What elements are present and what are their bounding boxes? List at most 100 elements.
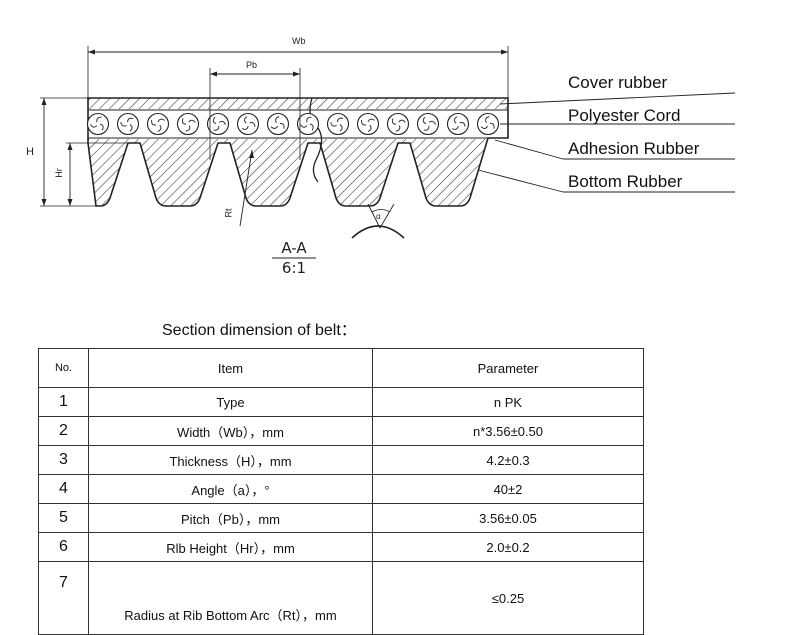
- dim-label-rt: Rt: [223, 208, 234, 218]
- callout-polyester-cord: Polyester Cord: [568, 106, 681, 125]
- row-item: Rlb Height（Hr），mm: [88, 532, 373, 562]
- belt-outline: [87, 97, 509, 207]
- cord-swirl: [181, 118, 187, 125]
- cord-swirl: [249, 122, 256, 127]
- dim-label-hr: Hr: [53, 168, 64, 178]
- cord-swirl: [188, 119, 196, 123]
- cord-circle: [476, 112, 500, 136]
- cord-swirl: [398, 119, 406, 123]
- row-no: 5: [38, 503, 89, 533]
- row-no: 3: [38, 445, 89, 475]
- cord-circle: [416, 112, 440, 136]
- row-item: Pitch（Pb），mm: [88, 503, 373, 533]
- row-parameter: n*3.56±0.50: [372, 416, 644, 446]
- cord-swirl: [218, 120, 226, 125]
- header-item: Item: [88, 348, 373, 388]
- row-parameter: 3.56±0.05: [372, 503, 644, 533]
- leader-cover: [499, 92, 736, 105]
- cord-swirl: [480, 125, 489, 129]
- callout-cover-rubber: Cover rubber: [568, 73, 668, 92]
- row-no: 1: [38, 387, 89, 417]
- cord-circle: [236, 112, 260, 136]
- cord-swirl: [99, 123, 104, 131]
- cord-circle: [176, 112, 200, 136]
- cord-swirl: [306, 116, 312, 123]
- polyester-cords: [86, 112, 500, 136]
- cord-swirl: [330, 122, 337, 127]
- row-item: Thickness（H），mm: [88, 445, 373, 475]
- row-parameter: 2.0±0.2: [372, 532, 644, 562]
- row-item: Angle（a），°: [88, 474, 373, 504]
- cord-swirl: [185, 125, 191, 132]
- cord-swirl: [96, 116, 102, 123]
- cord-swirl: [485, 116, 490, 123]
- leader-bottom: [477, 169, 564, 193]
- cord-swirl: [451, 125, 459, 130]
- cord-circle: [266, 112, 290, 136]
- cord-swirl: [300, 124, 308, 128]
- table-header-row: No. Item Parameter: [38, 348, 644, 388]
- cord-swirl: [275, 116, 280, 123]
- cord-swirl: [395, 125, 401, 132]
- header-parameter: Parameter: [372, 348, 644, 388]
- cord-circle: [86, 112, 110, 136]
- cord-swirl: [279, 122, 285, 129]
- leader-adhesion: [494, 139, 564, 160]
- cord-swirl: [157, 124, 162, 132]
- cord-swirl: [270, 125, 279, 129]
- row-item: Type: [88, 387, 373, 417]
- cord-swirl: [459, 121, 466, 127]
- cord-swirl: [339, 124, 343, 132]
- cord-swirl: [337, 117, 344, 123]
- row-parameter: 4.2±0.3: [372, 445, 644, 475]
- row-parameter: ≤0.25: [372, 561, 644, 635]
- cord-circle: [446, 112, 470, 136]
- cord-circle: [296, 112, 320, 136]
- row-parameter: n PK: [372, 387, 644, 417]
- cord-swirl: [367, 118, 375, 123]
- table-row: 3 Thickness（H），mm 4.2±0.3: [38, 445, 644, 475]
- cord-swirl: [129, 124, 133, 132]
- table-row: 2 Width（Wb），mm n*3.56±0.50: [38, 416, 644, 446]
- table-row: 4 Angle（a），° 40±2: [38, 474, 644, 504]
- row-no: 6: [38, 532, 89, 562]
- table-row: 5 Pitch（Pb），mm 3.56±0.05: [38, 503, 644, 533]
- cord-swirl: [244, 116, 248, 124]
- callout-bottom-rubber: Bottom Rubber: [568, 172, 683, 191]
- cord-swirl: [453, 116, 458, 124]
- cord-swirl: [90, 124, 98, 128]
- table-row: 1 Type n PK: [38, 387, 644, 417]
- row-item: Width（Wb），mm: [88, 416, 373, 446]
- cord-swirl: [127, 117, 134, 123]
- cord-swirl: [391, 118, 397, 125]
- callout-adhesion-rubber: Adhesion Rubber: [568, 139, 700, 158]
- row-no: 4: [38, 474, 89, 504]
- row-no: 7: [38, 561, 89, 635]
- section-label-top: A-A: [281, 239, 307, 257]
- row-item: Radius at Rib Bottom Arc（Rt），mm: [88, 561, 373, 635]
- cord-swirl: [423, 125, 430, 131]
- cord-swirl: [151, 120, 157, 126]
- cord-circle: [356, 112, 380, 136]
- cord-swirl: [212, 116, 217, 125]
- cord-swirl: [120, 121, 127, 127]
- cord-swirl: [241, 125, 249, 130]
- table-title: Section dimension of belt：: [162, 322, 357, 339]
- cord-swirl: [428, 120, 436, 125]
- cord-swirl: [360, 120, 367, 126]
- cord-swirl: [489, 122, 495, 129]
- section-label-scale: 6:1: [281, 259, 307, 277]
- section-dimension-table: No. Item Parameter 1 Type n PK 2 Width（W…: [38, 348, 644, 635]
- cord-circle: [116, 112, 140, 136]
- cord-circle: [146, 112, 170, 136]
- cord-swirl: [367, 124, 372, 132]
- belt-cross-section-diagram: [40, 46, 736, 259]
- dim-label-pb: Pb: [246, 60, 258, 70]
- table-row: 6 Rlb Height（Hr），mm 2.0±0.2: [38, 532, 644, 562]
- cord-swirl: [157, 118, 165, 123]
- cord-swirl: [422, 116, 427, 125]
- cord-swirl: [309, 123, 314, 131]
- header-no: No.: [38, 348, 89, 388]
- dim-label-wb: Wb: [292, 36, 306, 46]
- table-row: 7 Radius at Rib Bottom Arc（Rt），mm ≤0.25: [38, 561, 644, 635]
